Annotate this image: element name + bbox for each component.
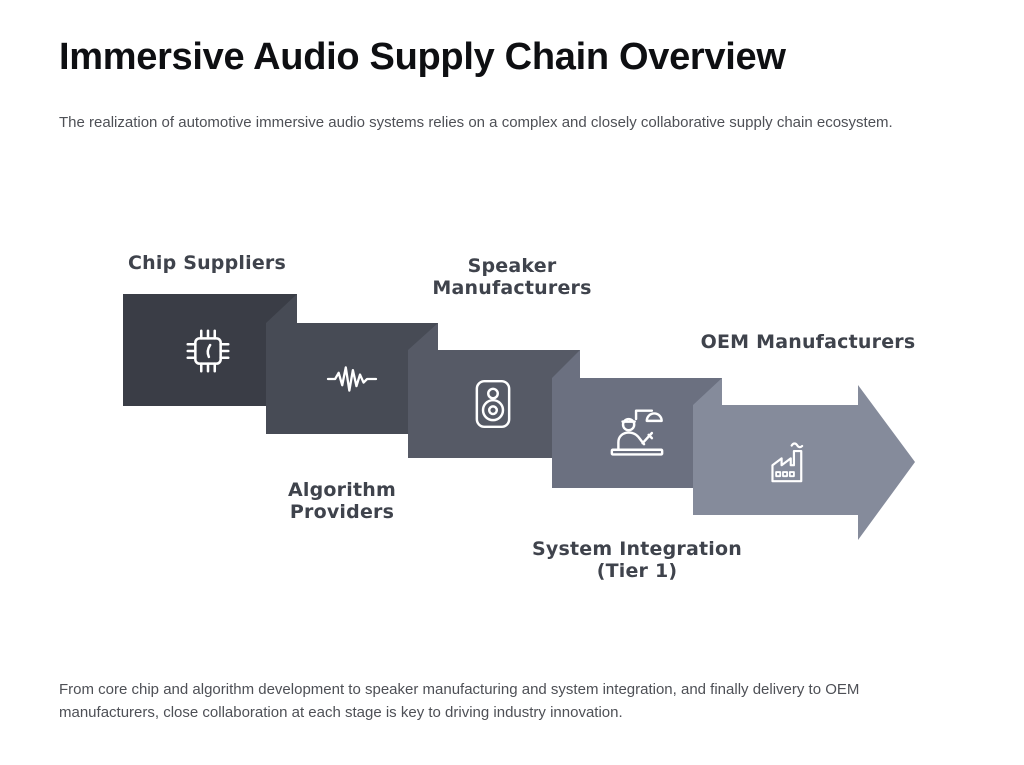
label-algorithm-providers: Algorithm Providers: [288, 479, 396, 523]
speaker-icon: [475, 379, 511, 429]
stage-chip-suppliers: [123, 294, 297, 406]
stage-oem-manufacturers: [693, 378, 915, 540]
factory-icon: [771, 442, 804, 483]
label-system-integration: System Integration (Tier 1): [532, 538, 742, 582]
chip-icon: [186, 329, 230, 373]
label-chip-suppliers: Chip Suppliers: [127, 252, 287, 274]
footer-text: From core chip and algorithm development…: [59, 681, 860, 721]
label-oem-manufacturers: OEM Manufacturers: [700, 331, 916, 353]
page-title: Immersive Audio Supply Chain Overview: [59, 36, 786, 78]
label-speaker-manufacturers: Speaker Manufacturers: [432, 255, 592, 299]
worker-icon: [610, 409, 664, 456]
waveform-icon: [326, 366, 378, 392]
page-subtitle: The realization of automotive immersive …: [59, 114, 893, 131]
